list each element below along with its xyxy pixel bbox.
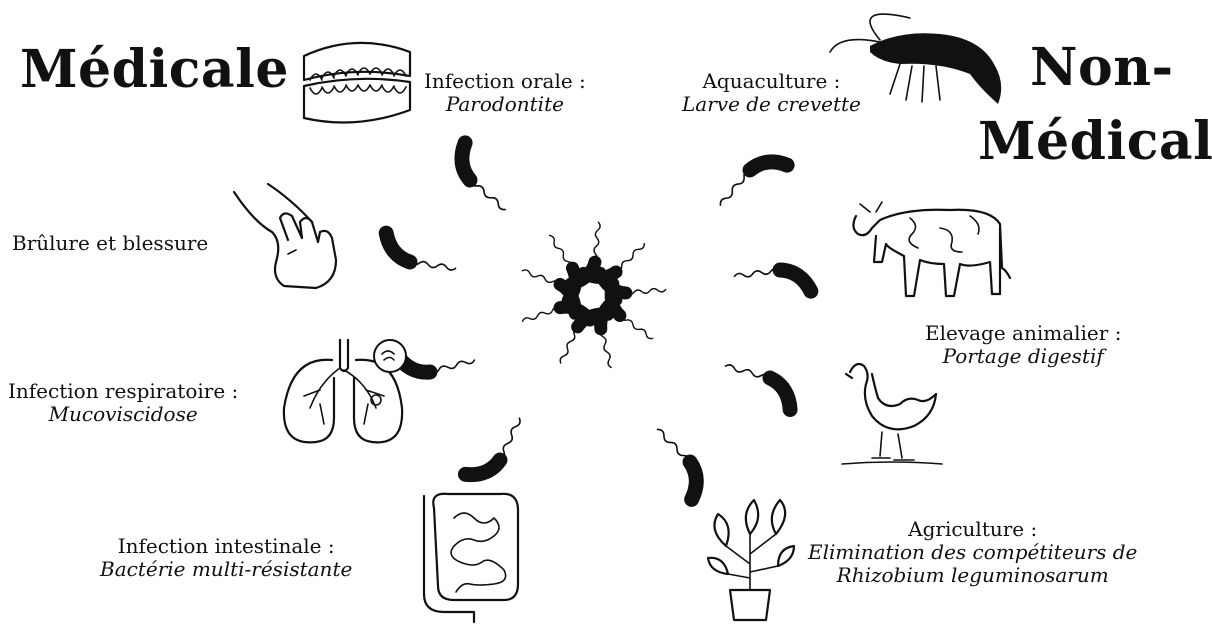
bacterium-icon	[719, 364, 797, 410]
cow-icon	[850, 198, 1014, 300]
central-bacteria-cluster	[515, 220, 666, 372]
bacterium-icon	[640, 428, 712, 500]
teeth-icon	[298, 38, 416, 130]
lungs-icon	[280, 338, 410, 450]
bacterium-icon	[719, 147, 787, 221]
shrimp-icon	[830, 4, 1010, 108]
intestine-icon	[414, 488, 532, 622]
bacterium-icon	[382, 233, 459, 271]
bacterium-icon	[734, 264, 811, 302]
bacterium-icon	[465, 408, 521, 486]
bacterium-icon	[447, 143, 521, 211]
chicken-icon	[842, 360, 942, 472]
plant-icon	[704, 494, 796, 624]
hand-icon	[232, 182, 342, 290]
